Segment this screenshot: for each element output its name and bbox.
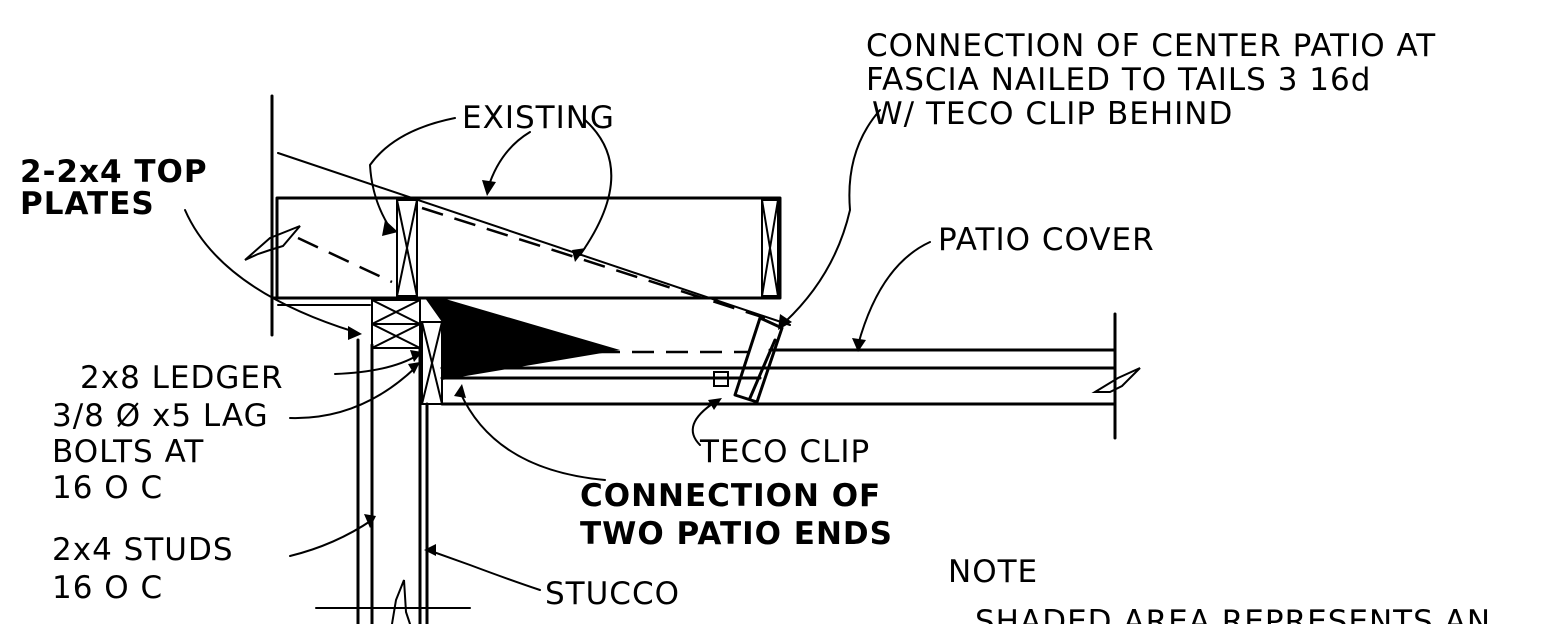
label-patio-cover: PATIO COVER bbox=[938, 222, 1155, 258]
top-plate-lower bbox=[371, 323, 421, 349]
wall-break-symbol bbox=[391, 579, 411, 624]
leader-stucco bbox=[427, 549, 541, 591]
structure-linework bbox=[244, 94, 1141, 624]
note-heading: NOTE bbox=[948, 554, 1038, 590]
label-top-plates-2: PLATES bbox=[20, 186, 155, 222]
existing-beam bbox=[275, 196, 782, 300]
leader-lag-bolts bbox=[289, 367, 416, 420]
leader-existing-mid bbox=[487, 131, 531, 189]
beam-break-symbol bbox=[244, 225, 301, 261]
label-lag-bolts-1: 3/8 Ø x5 LAG bbox=[52, 398, 269, 434]
label-lag-bolts-2: BOLTS AT bbox=[52, 434, 204, 470]
label-stucco: STUCCO bbox=[545, 576, 680, 612]
patio-break-symbol bbox=[1091, 367, 1141, 393]
fascia-rafter bbox=[733, 316, 784, 404]
label-teco-clip: TECO CLIP bbox=[699, 434, 870, 470]
annotations: CONNECTION OF CENTER PATIO AT FASCIA NAI… bbox=[20, 28, 1491, 624]
existing-rafter-block bbox=[396, 199, 418, 297]
label-connection-ends-1: CONNECTION OF bbox=[580, 478, 881, 514]
leader-studs bbox=[289, 519, 373, 557]
shaded-area bbox=[425, 298, 620, 380]
label-connection-center-1: CONNECTION OF CENTER PATIO AT bbox=[866, 28, 1436, 64]
leader-patio-cover bbox=[857, 241, 931, 346]
roof-slope-line bbox=[277, 152, 791, 326]
leader-top-plates bbox=[184, 209, 356, 333]
label-connection-ends-2: TWO PATIO ENDS bbox=[580, 516, 893, 552]
hidden-line-beam bbox=[421, 206, 766, 320]
leader-existing-left bbox=[368, 117, 456, 229]
label-studs-2: 16 O C bbox=[52, 570, 163, 606]
leader-patio-ends bbox=[459, 391, 606, 481]
leader-existing-right bbox=[579, 119, 613, 256]
beam-end-block bbox=[761, 199, 779, 297]
label-connection-center-3: W/ TECO CLIP BEHIND bbox=[872, 96, 1233, 132]
note-body: SHADED AREA REPRESENTS AN bbox=[975, 604, 1491, 624]
leader-ledger bbox=[334, 354, 419, 375]
label-studs-1: 2x4 STUDS bbox=[52, 532, 234, 568]
teco-clip-mark bbox=[713, 371, 729, 387]
label-top-plates-1: 2-2x4 TOP bbox=[20, 154, 208, 190]
label-ledger: 2x8 LEDGER bbox=[80, 360, 284, 396]
hidden-line-left bbox=[297, 236, 393, 284]
leader-teco-clip bbox=[691, 401, 716, 446]
leader-lines bbox=[184, 109, 931, 591]
label-connection-center-2: FASCIA NAILED TO TAILS 3 16d bbox=[866, 62, 1371, 98]
label-lag-bolts-3: 16 O C bbox=[52, 470, 163, 506]
leader-connection-center bbox=[784, 109, 881, 323]
label-existing: EXISTING bbox=[462, 100, 615, 136]
